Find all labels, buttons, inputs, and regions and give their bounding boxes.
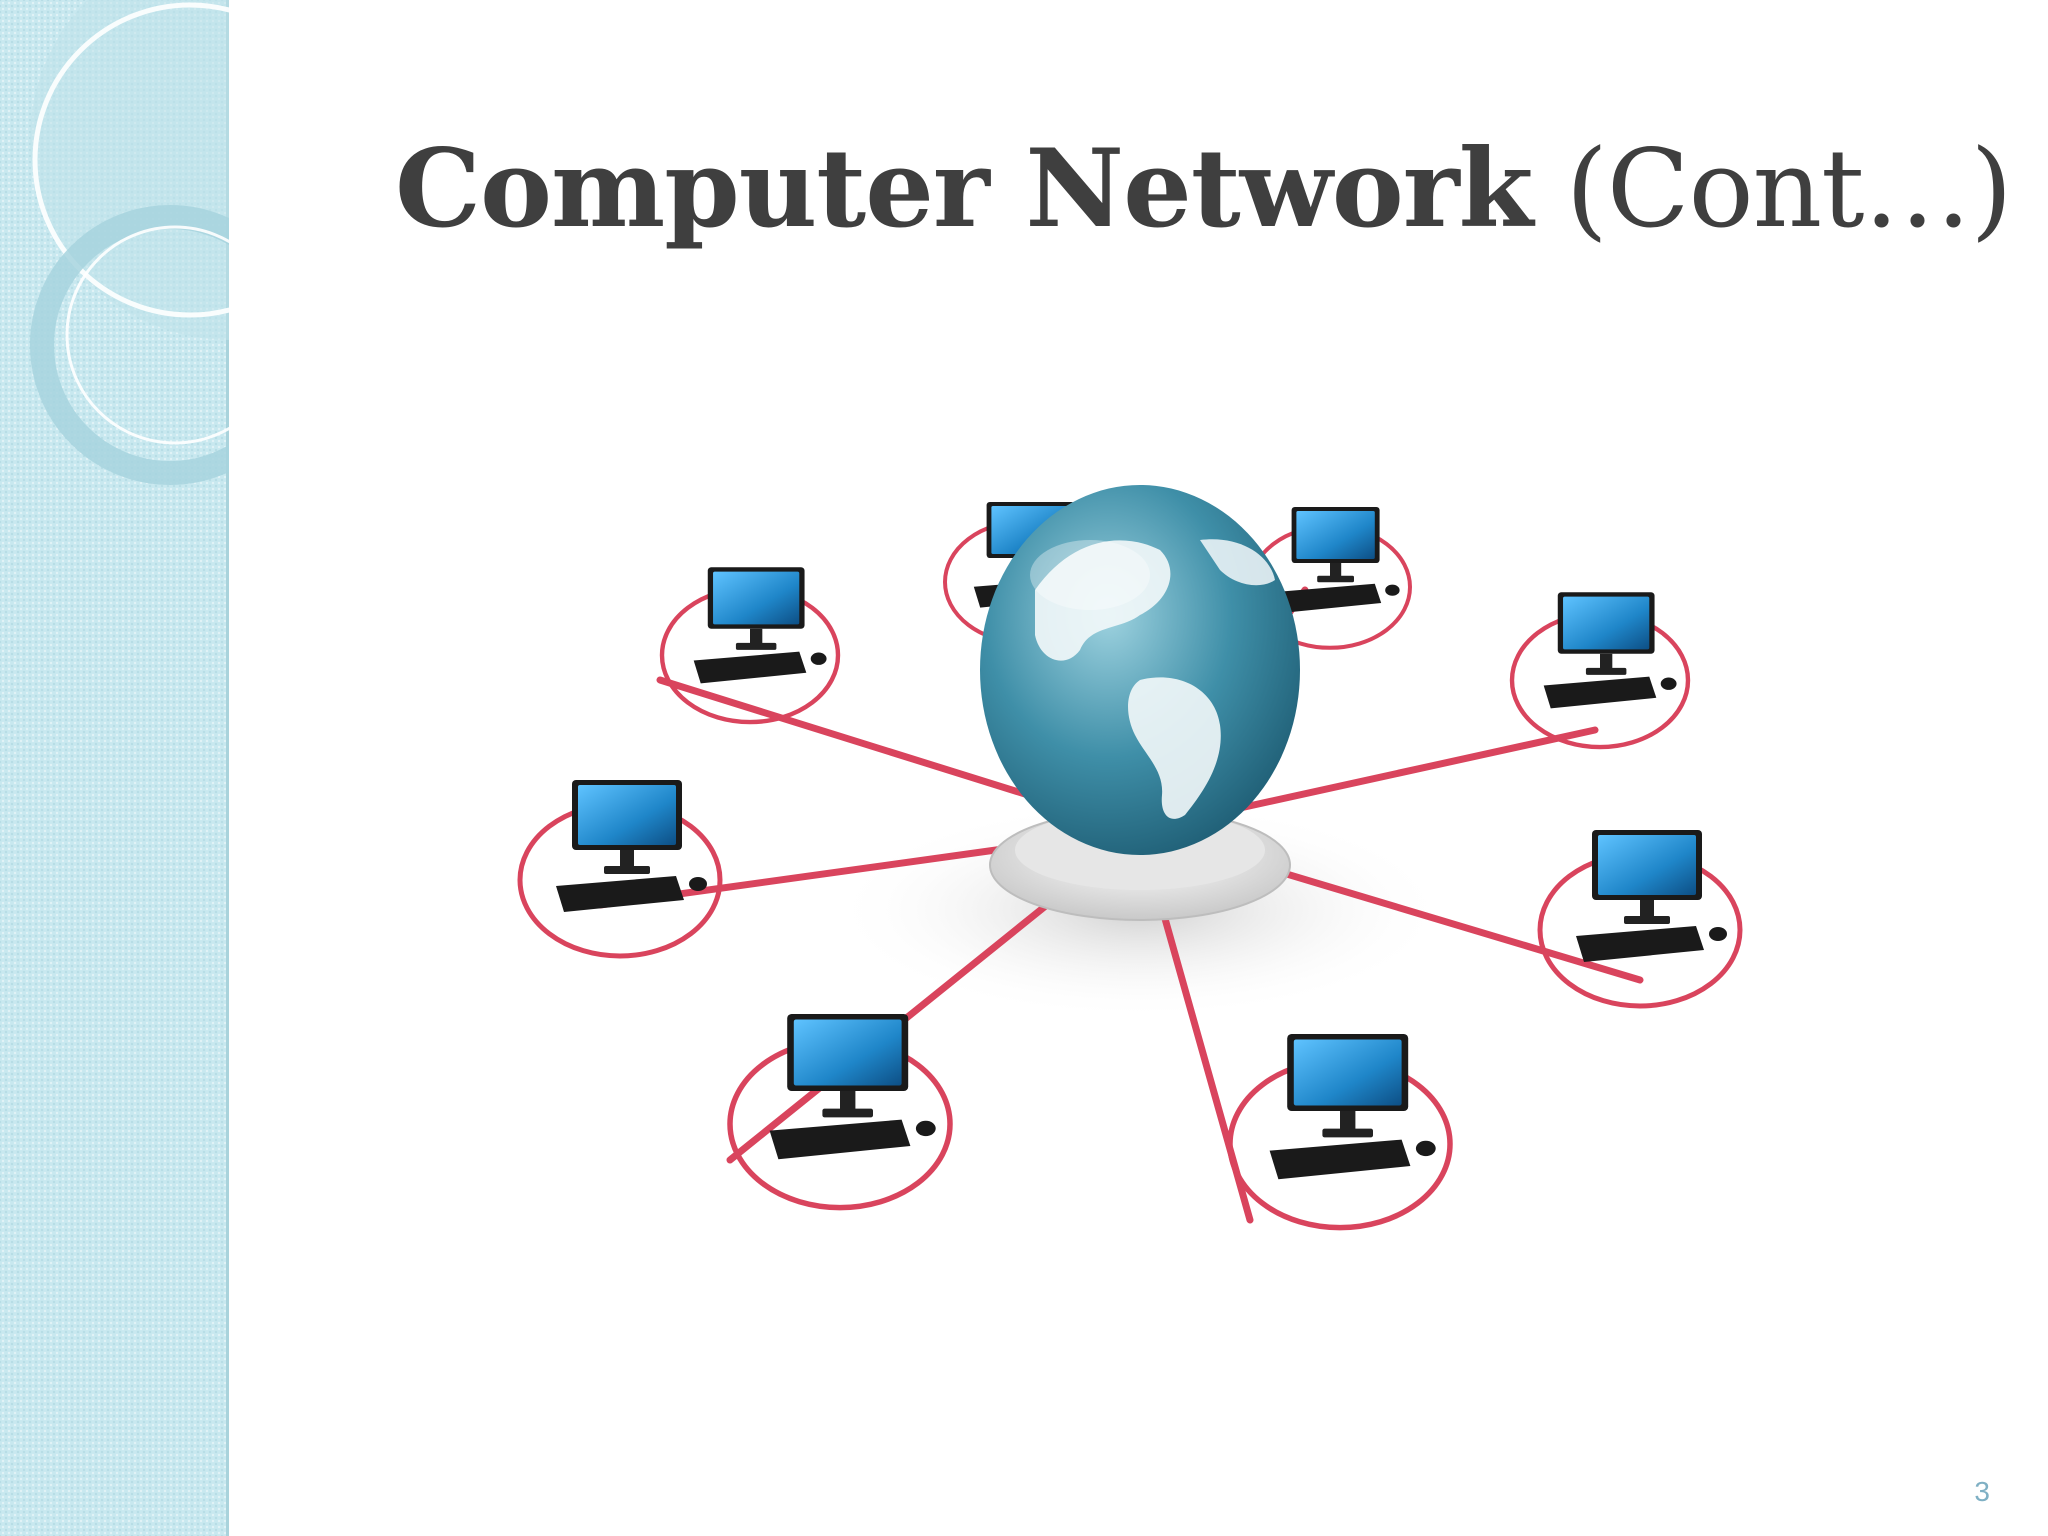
computer-node: desktop-computer-icon bbox=[730, 1014, 950, 1208]
network-diagram: desktop-computer-icon desktop-computer-i… bbox=[480, 485, 1860, 1360]
computer-node: desktop-computer-icon bbox=[662, 567, 838, 722]
computer-node: desktop-computer-icon bbox=[1512, 592, 1688, 747]
slide-title: Computer Network (Cont…) bbox=[395, 127, 2013, 252]
computer-node: desktop-computer-icon bbox=[1230, 1034, 1450, 1228]
side-band-edge bbox=[226, 0, 229, 1536]
globe-icon bbox=[980, 485, 1300, 921]
slide-title-bold: Computer Network bbox=[395, 126, 1533, 252]
slide-page-number: 3 bbox=[1974, 1476, 1990, 1507]
computer-node: desktop-computer-icon bbox=[520, 780, 720, 956]
slide-title-continuation: (Cont…) bbox=[1532, 127, 2013, 252]
decorative-rings bbox=[30, 0, 229, 485]
